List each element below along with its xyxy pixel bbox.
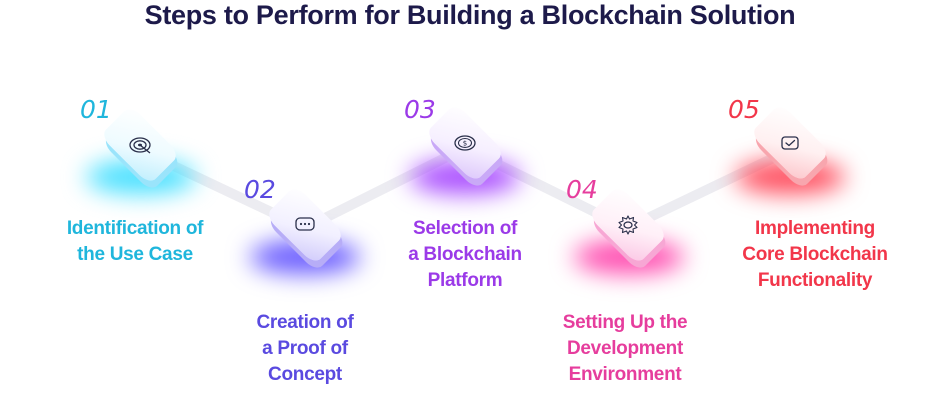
chat-bubble-icon [295, 217, 315, 231]
step-3-number: 03 [404, 95, 436, 124]
gear-icon [618, 215, 638, 235]
target-icon [129, 137, 151, 154]
step-5-number: 05 [728, 95, 760, 124]
step-4-number: 04 [566, 175, 598, 204]
step-3-label: Selection of a Blockchain Platform [408, 218, 522, 291]
step-2-number: 02 [244, 175, 276, 204]
svg-text:$: $ [463, 140, 467, 148]
step-1-label: Identification of the Use Case [66, 218, 204, 265]
page-title: Steps to Perform for Building a Blockcha… [144, 0, 796, 30]
step-1-number: 01 [80, 95, 112, 124]
step-2-label: Creation of a Proof of Concept [256, 312, 354, 385]
coin-icon: $ [454, 135, 476, 151]
step-5-label: Implementing Core Blockchain Functionali… [742, 218, 888, 291]
checkmark-icon [781, 136, 799, 150]
step-4-label: Setting Up the Development Environment [562, 312, 688, 385]
